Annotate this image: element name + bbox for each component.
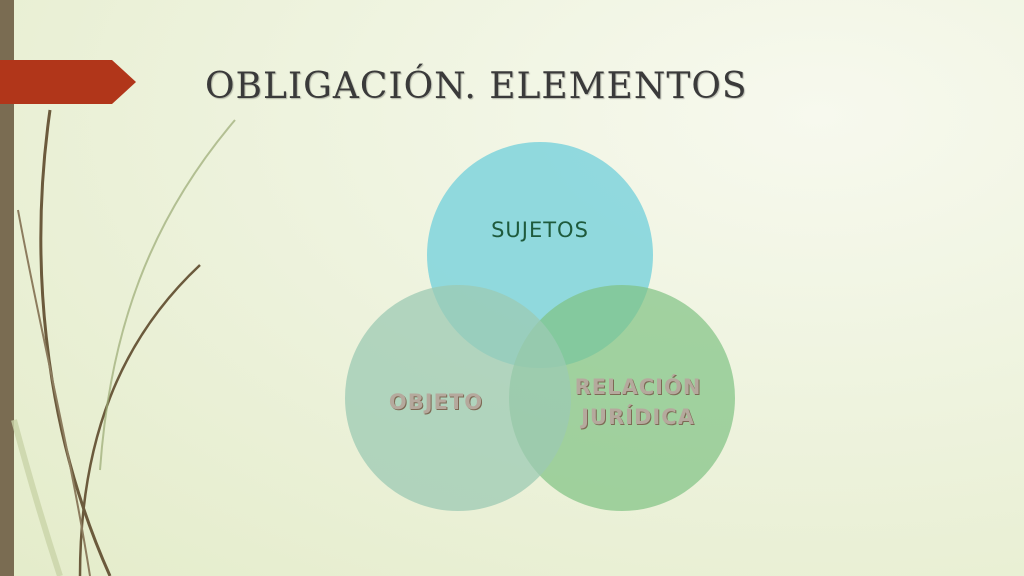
circle-relacion-juridica (509, 285, 735, 511)
decorative-stems (11, 109, 236, 576)
circle-objeto (345, 285, 571, 511)
label-sujetos: SUJETOS (491, 218, 589, 242)
slide-title: OBLIGACIÓN. ELEMENTOS (205, 66, 748, 107)
left-accent-bar (0, 0, 14, 576)
title-flag-arrow (0, 60, 136, 104)
label-objeto: OBJETO (388, 390, 484, 414)
label-relacion-juridica: RELACIÓN JURÍDICA (574, 375, 702, 429)
